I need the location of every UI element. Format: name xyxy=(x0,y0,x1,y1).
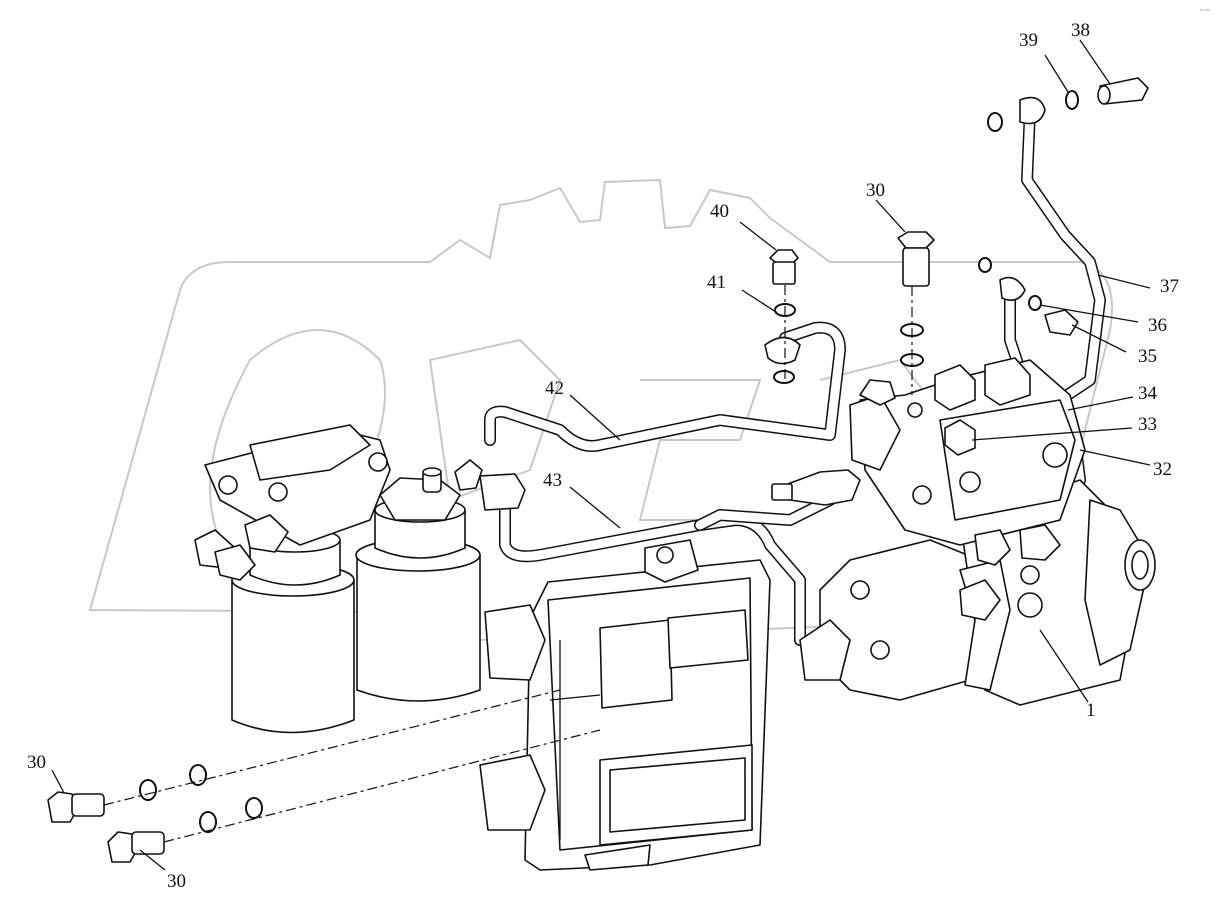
callout-34: 34 xyxy=(1138,383,1158,404)
assembly-lines xyxy=(103,285,913,843)
corner-mark: ᵃᴰ ᵃᵃᵃ xyxy=(1200,8,1210,13)
callout-37: 37 xyxy=(1160,276,1179,297)
callout-41: 41 xyxy=(707,272,726,293)
callout-35: 35 xyxy=(1138,346,1157,367)
fuel-filter-assembly xyxy=(194,424,526,734)
callout-43: 43 xyxy=(543,470,562,491)
callout-30-left: 30 xyxy=(27,752,46,773)
fittings xyxy=(47,77,1149,863)
callout-42: 42 xyxy=(545,378,564,399)
callout-39: 39 xyxy=(1019,30,1038,51)
callout-32: 32 xyxy=(1153,459,1172,480)
pump-head xyxy=(771,357,1086,621)
callout-labels: 38 39 30 40 41 37 36 35 34 33 32 42 43 1… xyxy=(27,20,1179,892)
callout-36: 36 xyxy=(1148,315,1167,336)
callout-30-top: 30 xyxy=(866,180,885,201)
leader-lines xyxy=(51,39,1151,871)
callout-33: 33 xyxy=(1138,414,1157,435)
callout-40: 40 xyxy=(710,201,729,222)
callout-1: 1 xyxy=(1086,700,1096,721)
callout-38: 38 xyxy=(1071,20,1090,41)
ecu-module xyxy=(479,539,771,871)
callout-30-bottom: 30 xyxy=(167,871,186,892)
